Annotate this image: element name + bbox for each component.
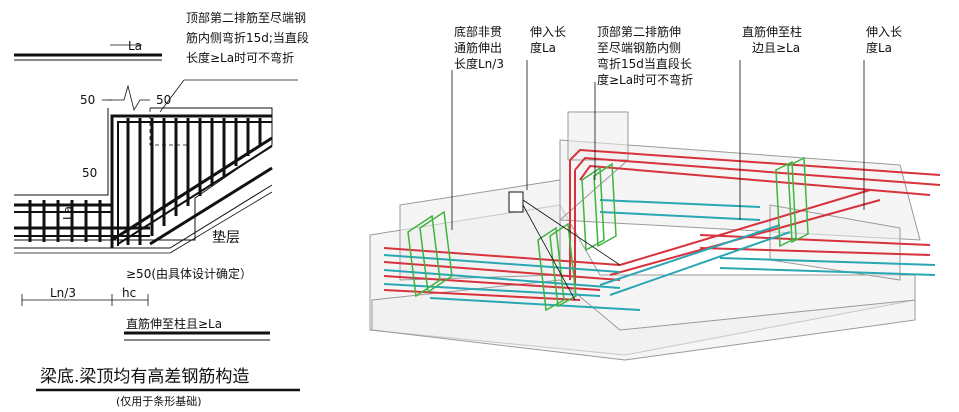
callout-line: 长度Ln/3	[454, 56, 504, 71]
ge50-note: ≥50(由具体设计确定）	[126, 266, 252, 281]
cushion-label: 垫层	[212, 230, 240, 246]
callout-line: 度La	[866, 40, 892, 55]
straight-bar-label: 直筋伸至柱且≥La	[126, 316, 222, 331]
callout-straight-bar-column: 直筋伸至柱 边且≥La	[742, 24, 802, 55]
callout-line: 通筋伸出	[454, 40, 502, 55]
callout-line: 度≥La时可不弯折	[597, 72, 693, 87]
callout-line: 筋内侧弯折15d;当直段	[186, 30, 309, 45]
callout-line: 顶部第二排筋至尽端钢	[186, 10, 306, 25]
callout-line: 直筋伸至柱	[742, 24, 802, 39]
la-side-label: La	[61, 206, 75, 220]
left-top-callout: 顶部第二排筋至尽端钢 筋内侧弯折15d;当直段 长度≥La时可不弯折	[186, 10, 309, 65]
callout-bottom-bar-ln3: 底部非贯 通筋伸出 长度Ln/3	[454, 24, 504, 71]
dim-50-mid: 50	[82, 166, 97, 180]
right-3d-view	[369, 60, 941, 361]
hc-label: hc	[122, 286, 136, 300]
callout-embed-la-left: 伸入长 度La	[530, 25, 566, 55]
diagram-subtitle: (仅用于条形基础)	[116, 394, 202, 408]
callout-embed-la-right: 伸入长 度La	[866, 25, 902, 55]
ln3-label: Ln/3	[50, 286, 76, 300]
diagram-title: 梁底.梁顶均有高差钢筋构造	[40, 367, 249, 387]
callout-line: 度La	[530, 40, 556, 55]
dim-50-top-left: 50	[80, 93, 95, 107]
callout-line: 伸入长	[866, 25, 902, 39]
callout-line: 边且≥La	[752, 41, 800, 55]
callout-line: 弯折15d当直段长	[597, 56, 692, 71]
callout-line: 底部非贯	[454, 24, 502, 39]
callout-line: 伸入长	[530, 25, 566, 39]
la-top-label: La	[128, 39, 142, 53]
callout-top-second-row: 顶部第二排筋伸 至尽端钢筋内侧 弯折15d当直段长 度≥La时可不弯折	[597, 24, 693, 87]
callout-line: 至尽端钢筋内侧	[597, 40, 681, 55]
left-section-drawing: La 50 50 50	[14, 39, 298, 341]
dim-50-top-right: 50	[156, 93, 171, 107]
callout-line: 顶部第二排筋伸	[597, 24, 681, 39]
callout-line: 长度≥La时可不弯折	[186, 50, 294, 65]
right-callouts: 底部非贯 通筋伸出 长度Ln/3 伸入长 度La 顶部第二排筋伸 至尽端钢筋内侧…	[454, 24, 902, 87]
